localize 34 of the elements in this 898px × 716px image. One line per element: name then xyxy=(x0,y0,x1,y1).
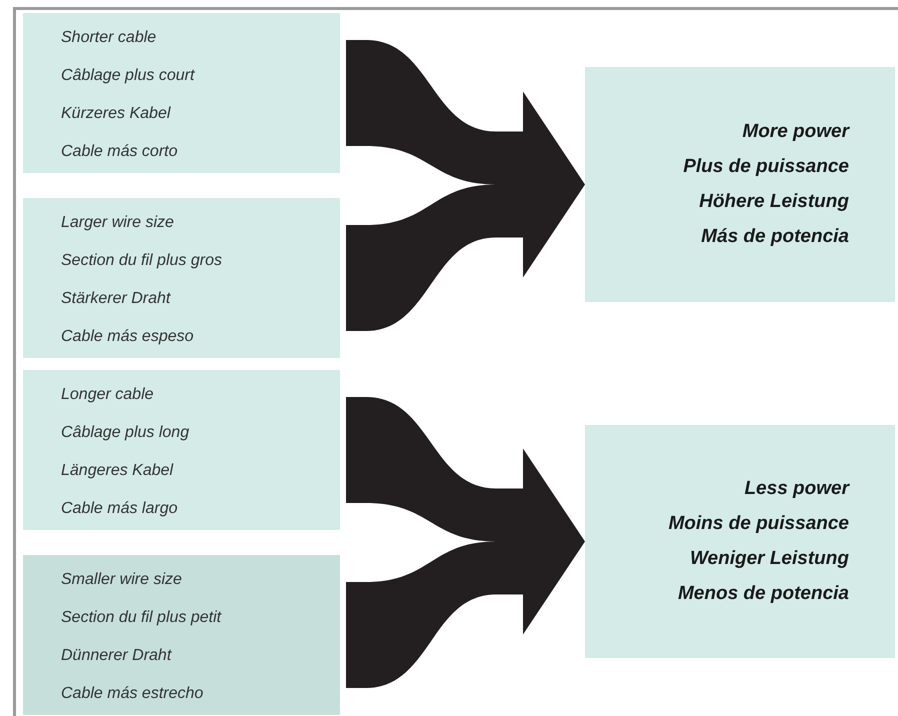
condition-text: Section du fil plus gros xyxy=(61,251,223,271)
text-box xyxy=(23,555,340,715)
result-text: Más de potencia xyxy=(701,225,849,249)
condition-text: Cable más espeso xyxy=(61,327,195,347)
result-text: Weniger Leistung xyxy=(690,547,849,571)
text-box xyxy=(585,425,895,658)
condition-text: Cable más corto xyxy=(61,142,178,162)
merge-arrow xyxy=(346,542,585,688)
result-text: Less power xyxy=(744,477,849,501)
merge-arrow xyxy=(346,397,585,542)
condition-text: Câblage plus long xyxy=(61,423,190,443)
condition-text: Smaller wire size xyxy=(61,570,183,590)
condition-text: Section du fil plus petit xyxy=(61,608,223,628)
result-text: Moins de puissance xyxy=(668,512,849,536)
condition-text: Larger wire size xyxy=(61,213,175,233)
text-box xyxy=(585,67,895,302)
result-text: Plus de puissance xyxy=(683,155,849,179)
result-text: Menos de potencia xyxy=(678,582,849,606)
condition-text: Stärkerer Draht xyxy=(61,289,172,309)
text-box xyxy=(23,198,340,358)
text-box xyxy=(23,13,340,173)
merge-arrow xyxy=(346,40,585,184)
condition-text: Längeres Kabel xyxy=(61,461,174,481)
condition-text: Câblage plus court xyxy=(61,66,196,86)
result-text: More power xyxy=(742,120,849,144)
condition-text: Cable más estrecho xyxy=(61,684,204,704)
condition-text: Longer cable xyxy=(61,385,155,405)
condition-text: Shorter cable xyxy=(61,28,158,48)
result-text: Höhere Leistung xyxy=(699,190,849,214)
condition-text: Cable más largo xyxy=(61,499,178,519)
text-box xyxy=(23,370,340,530)
condition-text: Dünnerer Draht xyxy=(61,646,173,666)
merge-arrow xyxy=(346,184,585,331)
condition-text: Kürzeres Kabel xyxy=(61,104,172,124)
